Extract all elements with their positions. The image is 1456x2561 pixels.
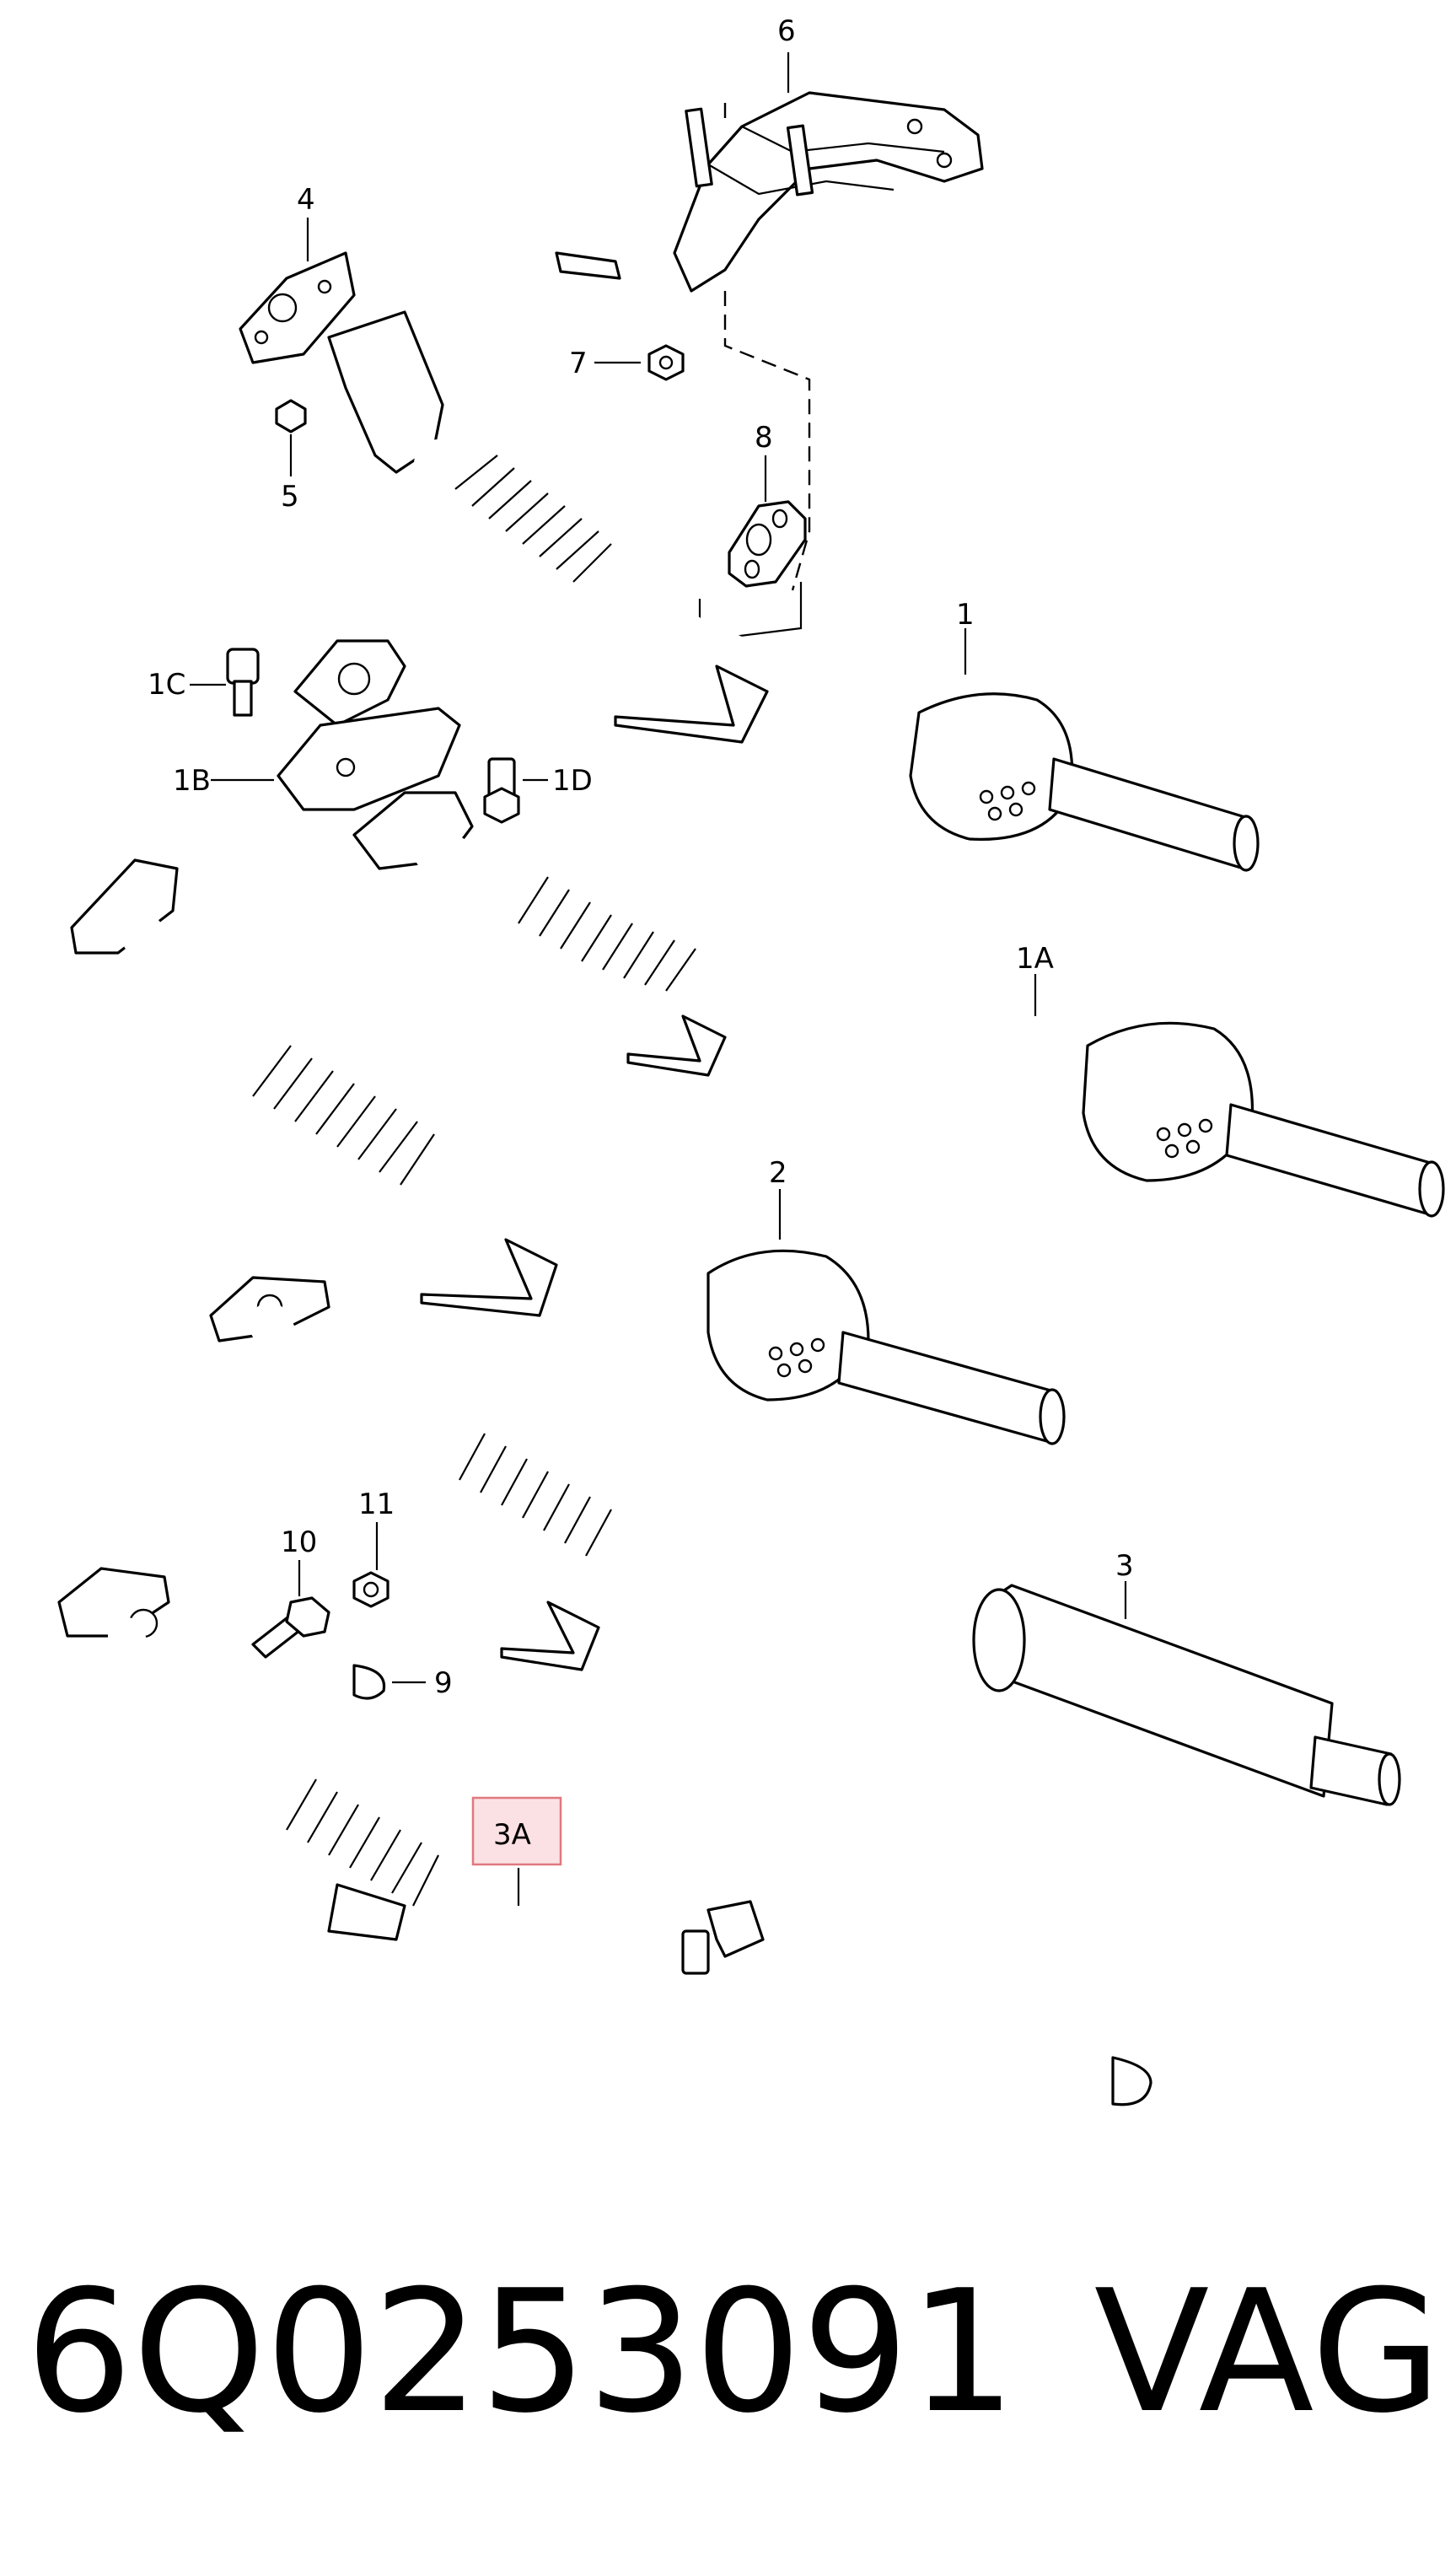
part-9-clamp [169,1662,391,1703]
part-1-catalytic-converter [327,310,1260,872]
label-6: 6 [777,14,796,48]
label-1D: 1D [552,764,593,798]
part-1A-catalytic-converter [352,791,1445,1218]
part-6-bracket [555,91,984,591]
exhaust-parts-diagram: 6 4 5 7 8 1 1C 1B 1D 1A 2 3 10 11 9 3A [57,14,1445,2106]
part-10-bolt [251,1596,330,1659]
label-7: 7 [569,347,588,380]
callout-labels: 6 4 5 7 8 1 1C 1B 1D 1A 2 3 10 11 9 3A [148,14,1134,1866]
part-1D-bolt [483,757,520,824]
part-3A-front-pipe [57,1567,1152,2106]
label-8: 8 [755,421,773,455]
leader-lines [190,52,1127,1906]
label-10: 10 [281,1525,317,1559]
footer: 6Q0253091 VAG [25,2226,1442,2479]
part-5-nut [275,399,307,433]
label-2: 2 [769,1156,787,1190]
label-9: 9 [434,1666,453,1700]
label-1C: 1C [148,668,185,702]
part-1C-bolt [226,648,260,717]
label-1: 1 [956,598,975,632]
label-3A: 3A [493,1818,531,1852]
part-1A-bellows [518,876,696,992]
part-3-pipe-silencer [209,1276,1401,1806]
brand-name: VAG [1093,2254,1442,2451]
label-1B: 1B [173,764,211,798]
part-2-bellows [252,1045,435,1186]
label-1A: 1A [1016,942,1054,976]
label-3: 3 [1115,1549,1134,1583]
part-2-front-pipe-catalyst [70,858,1066,1445]
label-3A-highlight [471,1796,562,1866]
label-5: 5 [281,480,299,514]
part-8-rubber-mount [698,500,807,643]
part-1-bellows [454,455,612,583]
part-3A-bellows [286,1778,439,1907]
part-number: 6Q0253091 [25,2254,1017,2451]
part-7-nut [647,344,685,381]
part-11-nut [352,1571,390,1608]
part-3-bellows [459,1433,612,1557]
part-4-flange [239,251,356,364]
label-4: 4 [297,183,315,217]
part-1B-manifold-flange [277,639,461,811]
label-11: 11 [358,1488,395,1521]
